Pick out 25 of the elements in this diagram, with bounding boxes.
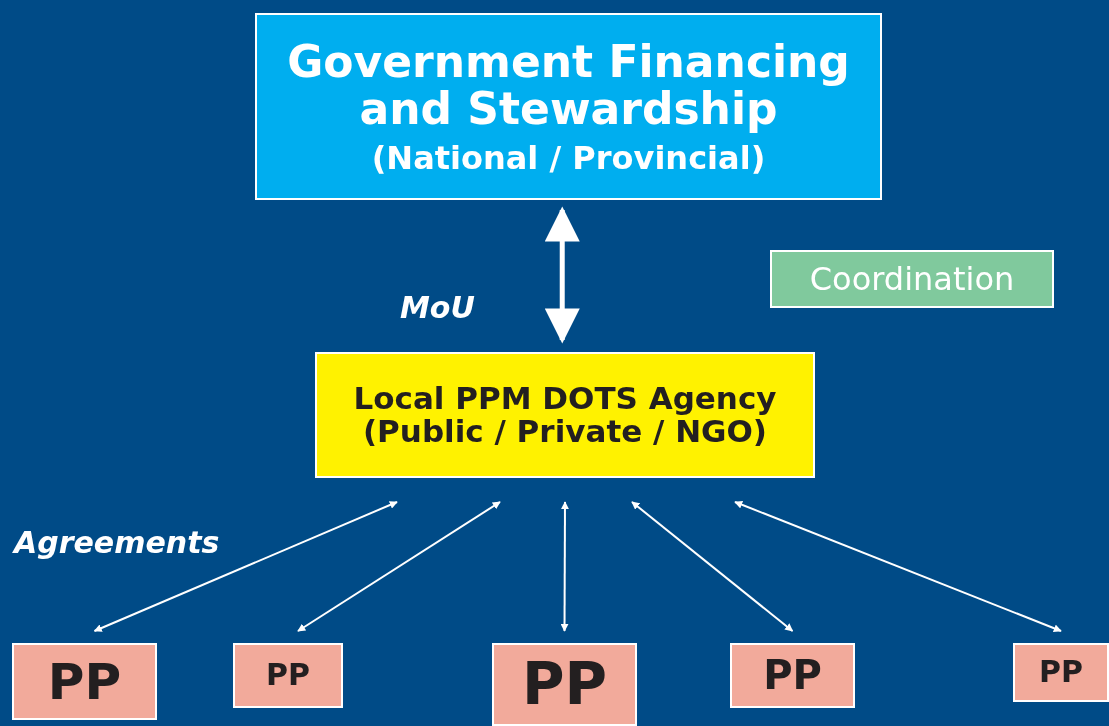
node-title: Government Financing and Stewardship [286, 37, 851, 133]
node-title: PP [1038, 656, 1084, 689]
node-title: PP [521, 653, 608, 716]
double-arrow [734, 500, 1062, 633]
provider-box [1013, 643, 1109, 702]
node-title: Local PPM DOTS Agency (Public / Private / NGO) [352, 381, 778, 449]
node-title: PP [762, 653, 823, 698]
agency-box [315, 352, 815, 478]
double-arrow [93, 501, 398, 632]
financing-box [255, 13, 882, 200]
annotation-text: MoU [400, 290, 475, 325]
node-subtitle: (National / Provincial) [370, 140, 767, 176]
provider-box [12, 643, 157, 720]
provider-box [492, 643, 637, 726]
annotation-text: Agreements [14, 525, 220, 560]
provider-box [730, 643, 855, 708]
double-arrow [544, 206, 580, 344]
double-arrow [297, 501, 501, 632]
provider-box [233, 643, 343, 708]
node-title: PP [46, 654, 123, 709]
double-arrow [560, 501, 569, 632]
coordination-box [770, 250, 1054, 308]
node-title: PP [265, 659, 311, 692]
double-arrow [631, 501, 794, 632]
node-title: Coordination [808, 261, 1016, 297]
